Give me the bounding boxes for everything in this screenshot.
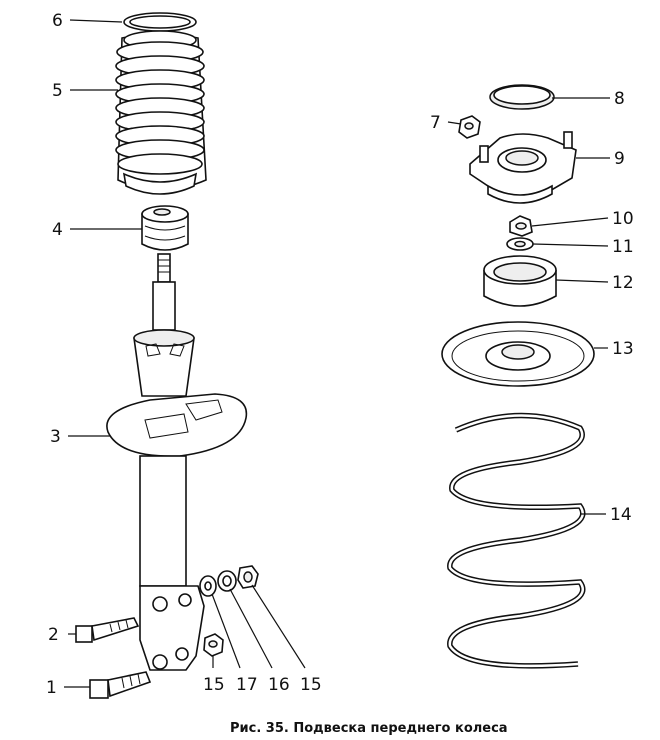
label-14: 14 [610, 505, 632, 525]
label-9: 9 [614, 149, 625, 169]
part-13-spring-seat [441, 321, 595, 387]
label-15-b: 15 [300, 675, 322, 695]
part-9-upper-mount [469, 131, 577, 204]
part-16-washer [217, 570, 237, 592]
label-16: 16 [268, 675, 290, 695]
part-2-bolt [75, 617, 140, 643]
label-10: 10 [612, 209, 634, 229]
label-12: 12 [612, 273, 634, 293]
label-11: 11 [612, 237, 634, 257]
part-4-bump-stop [141, 205, 189, 251]
part-15-nut-b [203, 633, 224, 657]
part-8-cap [489, 84, 555, 110]
part-3-strut [106, 253, 248, 671]
callout-labels: 6 5 4 3 2 1 8 7 9 10 11 12 13 14 15 17 1… [46, 11, 634, 698]
label-6: 6 [52, 11, 63, 31]
label-1: 1 [46, 678, 57, 698]
part-7-nut [458, 115, 481, 139]
label-3: 3 [50, 427, 61, 447]
part-14-coil-spring [447, 412, 586, 669]
part-10-nut [509, 215, 533, 237]
part-5-boot [115, 30, 207, 195]
label-15-a: 15 [203, 675, 225, 695]
label-4: 4 [52, 220, 63, 240]
part-15-nut-a [237, 565, 259, 589]
label-7: 7 [430, 113, 441, 133]
label-2: 2 [48, 625, 59, 645]
label-13: 13 [612, 339, 634, 359]
part-6-ring [123, 12, 197, 32]
figure-caption: Рис. 35. Подвеска переднего колеса [230, 721, 508, 736]
label-8: 8 [614, 89, 625, 109]
part-11-washer [506, 237, 534, 251]
label-17: 17 [236, 675, 258, 695]
leader-lines [64, 19, 610, 688]
label-5: 5 [52, 81, 63, 101]
part-12-bearing [483, 255, 557, 307]
part-1-bolt [89, 671, 152, 699]
part-17-washer [199, 575, 217, 597]
